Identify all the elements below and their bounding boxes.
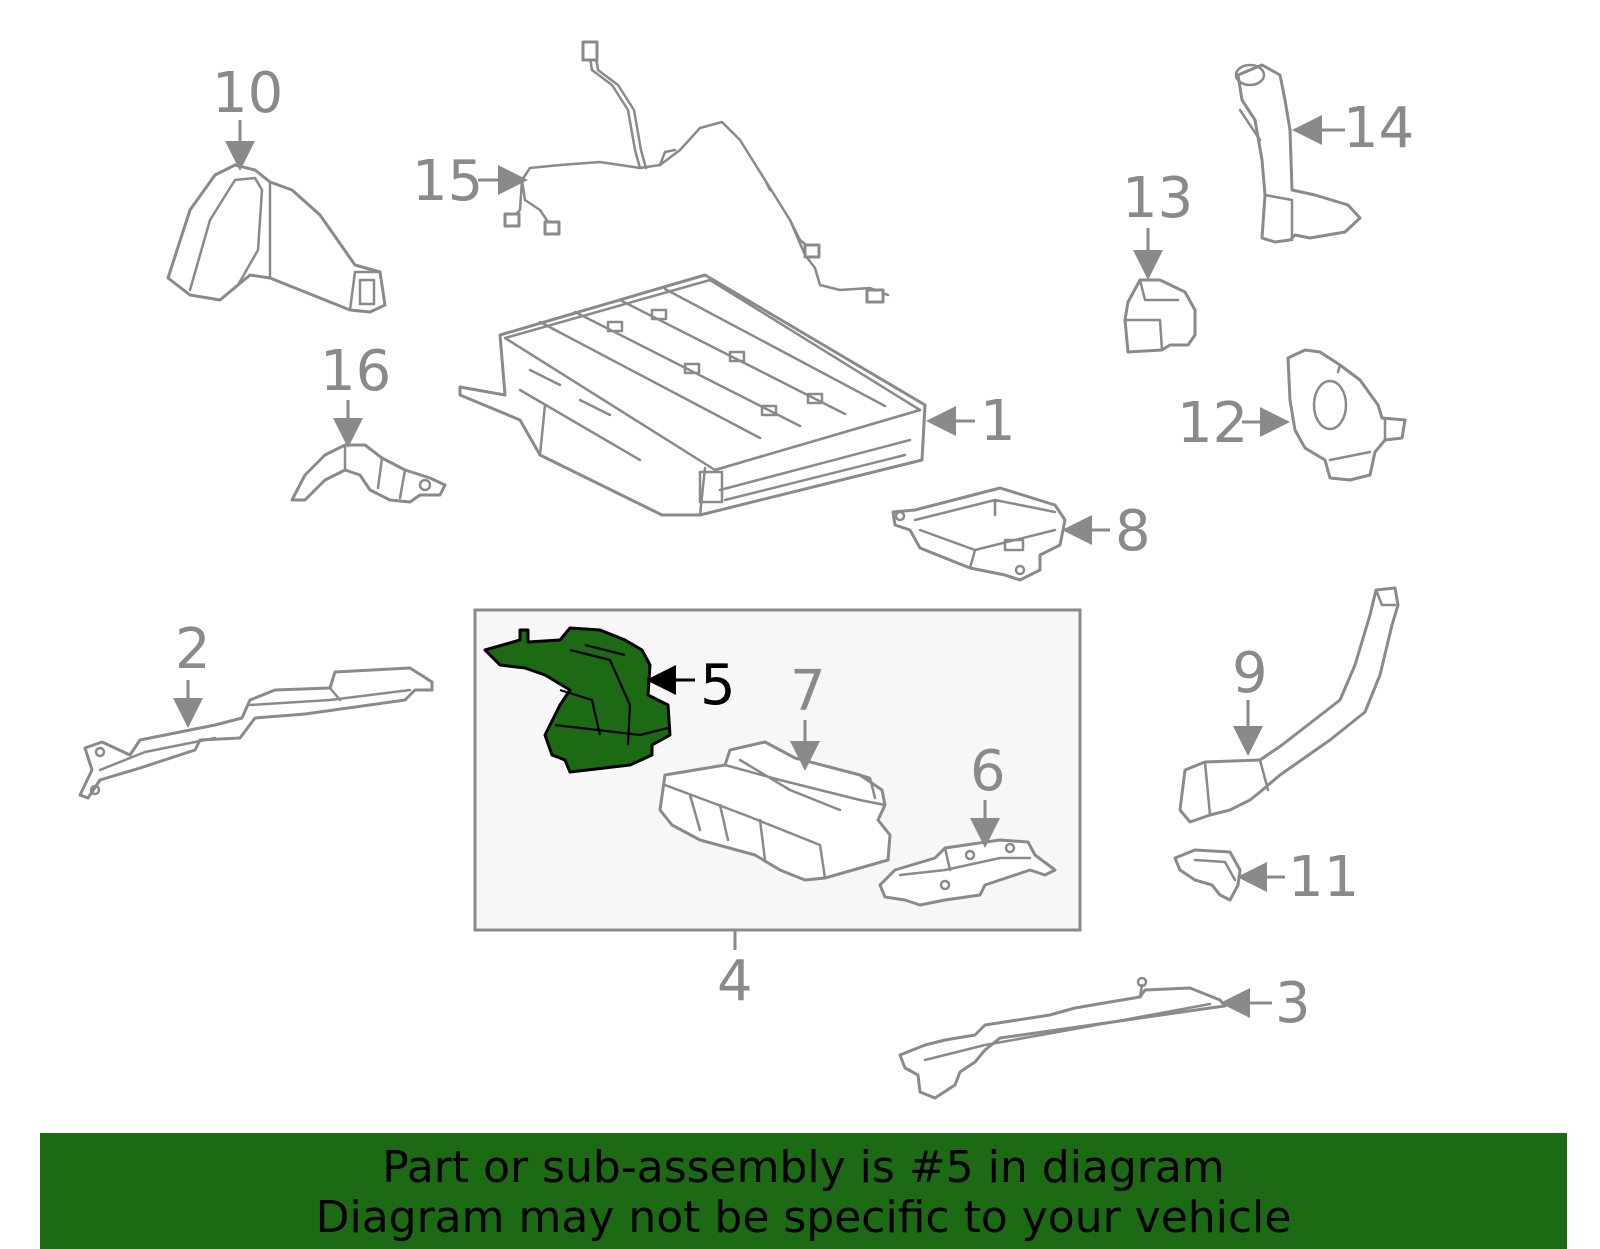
part-15-wiring-harness[interactable] bbox=[503, 40, 890, 304]
callout-2: 2 bbox=[175, 617, 211, 682]
callout-1: 1 bbox=[980, 389, 1016, 454]
callout-7: 7 bbox=[790, 659, 826, 724]
callout-11: 11 bbox=[1288, 845, 1359, 910]
callout-16: 16 bbox=[320, 339, 391, 404]
callout-13: 13 bbox=[1122, 166, 1193, 231]
part-8-control-module[interactable] bbox=[891, 486, 1067, 582]
callout-15: 15 bbox=[412, 149, 483, 214]
part-2-bracket[interactable] bbox=[78, 666, 434, 800]
part-6-bracket[interactable] bbox=[878, 838, 1057, 907]
part-11-clip[interactable] bbox=[1173, 848, 1242, 902]
part-10-duct[interactable] bbox=[166, 163, 387, 314]
callout-6: 6 bbox=[970, 739, 1006, 804]
callout-8: 8 bbox=[1115, 499, 1151, 564]
callout-14: 14 bbox=[1343, 96, 1414, 161]
part-3-bracket[interactable] bbox=[898, 976, 1227, 1100]
part-12-blower[interactable] bbox=[1286, 348, 1407, 482]
part-16-hose[interactable] bbox=[290, 443, 447, 504]
callout-12: 12 bbox=[1177, 391, 1248, 456]
info-banner: Part or sub-assembly is #5 in diagram Di… bbox=[40, 1133, 1567, 1249]
callout-3: 3 bbox=[1275, 971, 1311, 1036]
part-7-frame[interactable] bbox=[658, 740, 892, 882]
part-1-battery-assembly[interactable] bbox=[458, 273, 927, 517]
part-9-duct[interactable] bbox=[1178, 586, 1400, 824]
callout-9: 9 bbox=[1232, 641, 1268, 706]
callout-4: 4 bbox=[717, 949, 753, 1014]
banner-background bbox=[40, 1133, 1567, 1249]
banner-line-1: Part or sub-assembly is #5 in diagram bbox=[382, 1142, 1225, 1193]
banner-line-2: Diagram may not be specific to your vehi… bbox=[315, 1192, 1292, 1243]
callout-5: 5 bbox=[700, 653, 736, 718]
part-13-sensor[interactable] bbox=[1123, 278, 1197, 354]
part-5-highlighted-bracket[interactable] bbox=[483, 626, 672, 774]
part-14-pipe[interactable] bbox=[1234, 63, 1362, 244]
callout-10: 10 bbox=[212, 61, 283, 126]
